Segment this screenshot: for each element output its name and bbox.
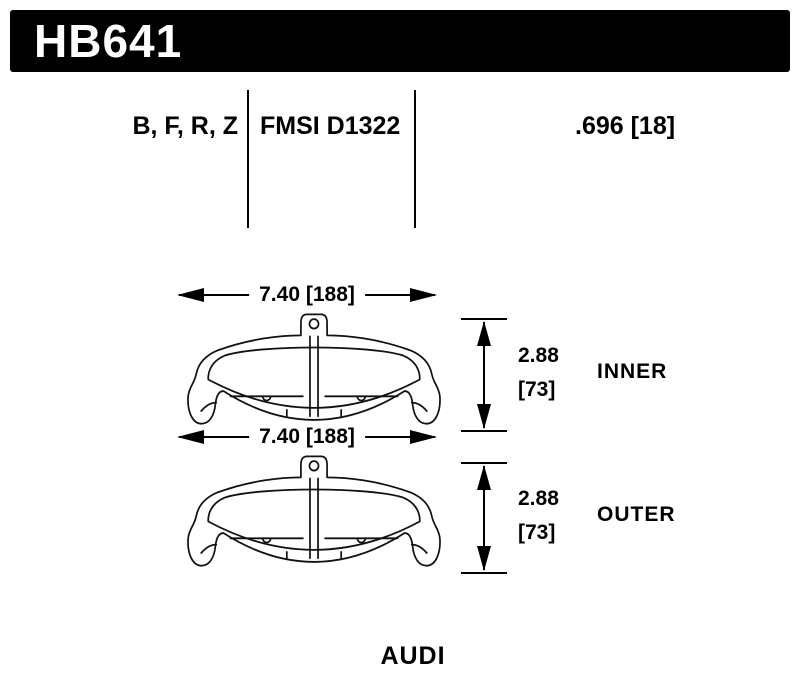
extension-line-top [461,318,507,320]
width-dimension-outer-value: 7.40 [188] [249,425,365,449]
brake-pad-drawing-inner [187,313,441,425]
left-arrowhead-icon [177,430,204,444]
right-arrowhead-icon [410,288,437,302]
down-arrowhead-icon [477,546,491,571]
inner-pad-label: INNER [597,360,668,383]
up-arrowhead-icon [477,321,491,346]
spec-divider-1 [247,90,249,228]
thickness-inner-inches: 2.88 [518,344,559,367]
right-arrowhead-icon [410,430,437,444]
vehicle-application: AUDI [380,642,446,670]
outer-pad-label: OUTER [597,503,676,526]
thickness-dimension-inner [461,318,507,432]
brake-pad-drawing-outer [187,455,441,567]
spec-divider-2 [414,90,416,228]
width-dimension-inner: 7.40 [188] [177,283,437,307]
extension-line-bottom [461,572,507,574]
extension-line-top [461,462,507,464]
compound-codes: B, F, R, Z [132,112,238,140]
thickness-dimension-outer [461,462,507,574]
part-number-bar: HB641 [10,10,790,72]
thickness-inner-mm: [73] [518,378,556,401]
part-number: HB641 [34,15,183,67]
thickness-outer-mm: [73] [518,521,556,544]
width-dimension-inner-value: 7.40 [188] [249,283,365,307]
extension-line-bottom [461,430,507,432]
pad-thickness-spec: .696 [18] [575,112,676,140]
fmsi-number: FMSI D1322 [260,112,401,140]
dimension-line [483,466,485,570]
up-arrowhead-icon [477,465,491,490]
left-arrowhead-icon [177,288,204,302]
thickness-outer-inches: 2.88 [518,487,559,510]
width-dimension-outer: 7.40 [188] [177,425,437,449]
down-arrowhead-icon [477,404,491,429]
dimension-line [483,322,485,428]
